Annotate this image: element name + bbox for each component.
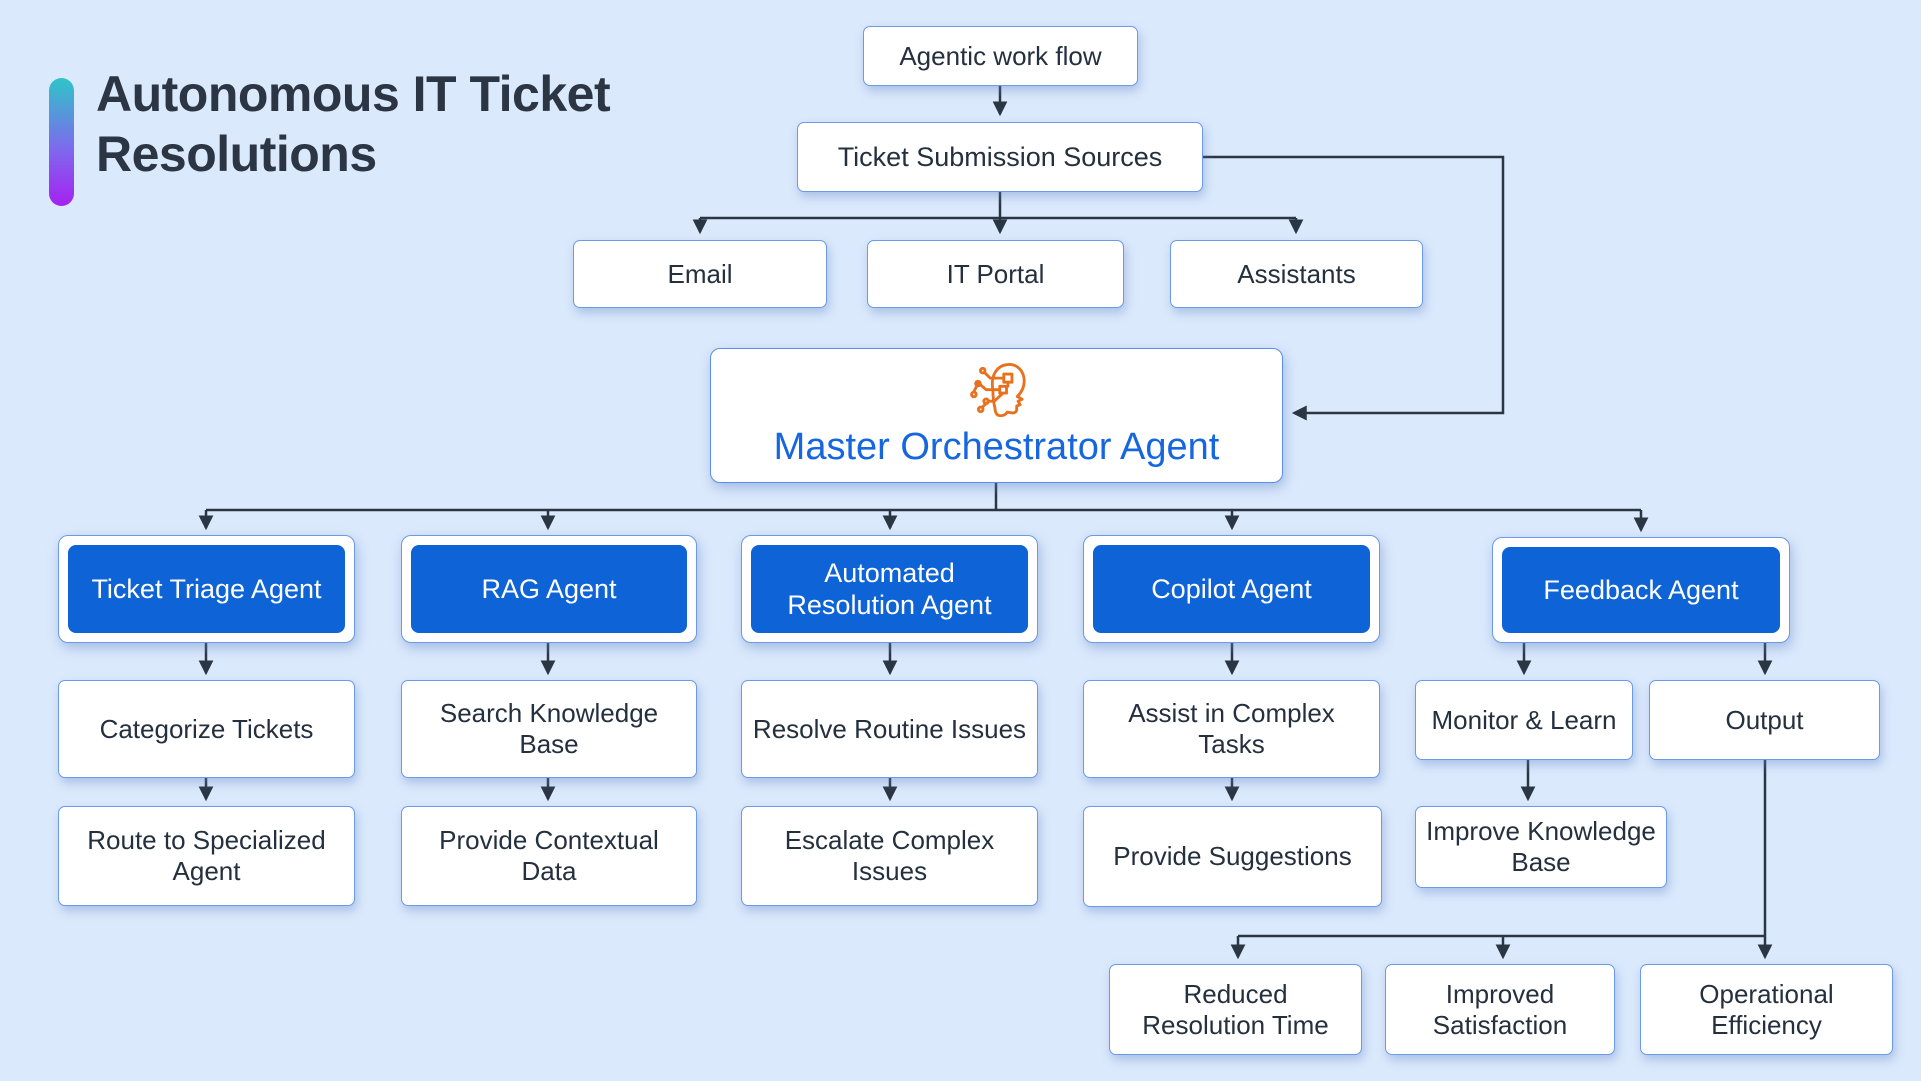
node-label: Escalate Complex Issues [784, 825, 995, 886]
page-title: Autonomous IT Ticket Resolutions [96, 64, 716, 184]
node-label: Reduced Resolution Time [1142, 978, 1329, 1040]
node-ticket-submission-sources: Ticket Submission Sources [797, 122, 1203, 192]
node-rag-agent: RAG Agent [401, 535, 697, 643]
node-label: Improve Knowledge Base [1426, 816, 1656, 877]
node-label: Monitor & Learn [1431, 704, 1617, 735]
node-label: Assistants [1237, 258, 1356, 289]
node-it-portal: IT Portal [867, 240, 1124, 308]
node-escalate-complex-issues: Escalate Complex Issues [741, 806, 1038, 906]
node-label: Resolve Routine Issues [752, 713, 1027, 744]
node-label: Email [667, 258, 733, 289]
node-master-orchestrator: Master Orchestrator Agent [710, 348, 1283, 483]
node-improve-knowledge-base: Improve Knowledge Base [1415, 806, 1667, 888]
node-monitor-and-learn: Monitor & Learn [1415, 680, 1633, 760]
node-provide-contextual-data: Provide Contextual Data [401, 806, 697, 906]
node-operational-efficiency: Operational Efficiency [1640, 964, 1893, 1055]
node-provide-suggestions: Provide Suggestions [1083, 806, 1382, 907]
node-label: Output [1725, 704, 1804, 735]
node-categorize-tickets: Categorize Tickets [58, 680, 355, 778]
node-label: Operational Efficiency [1699, 978, 1834, 1040]
agent-label: RAG Agent [411, 545, 687, 633]
node-agentic-workflow: Agentic work flow [863, 26, 1138, 86]
title-accent-bar [49, 78, 74, 206]
node-label: Categorize Tickets [99, 713, 314, 744]
node-route-to-specialized-agent: Route to Specialized Agent [58, 806, 355, 906]
node-ticket-triage-agent: Ticket Triage Agent [58, 535, 355, 643]
node-label: Assist in Complex Tasks [1128, 698, 1335, 759]
node-assist-in-complex-tasks: Assist in Complex Tasks [1083, 680, 1380, 778]
node-label: Provide Contextual Data [439, 825, 659, 886]
node-feedback-agent: Feedback Agent [1492, 537, 1790, 643]
agent-label: Copilot Agent [1093, 545, 1370, 633]
node-reduced-resolution-time: Reduced Resolution Time [1109, 964, 1362, 1055]
agent-label: Automated Resolution Agent [751, 545, 1028, 633]
page-title-line2: Resolutions [96, 126, 377, 182]
node-label: Improved Satisfaction [1432, 978, 1568, 1040]
ai-head-icon [969, 363, 1026, 418]
node-label: Ticket Submission Sources [837, 141, 1163, 172]
node-label: Route to Specialized Agent [87, 825, 326, 886]
node-automated-resolution-agent: Automated Resolution Agent [741, 535, 1038, 643]
node-label: Search Knowledge Base [439, 698, 659, 759]
node-label: IT Portal [946, 258, 1045, 289]
node-resolve-routine-issues: Resolve Routine Issues [741, 680, 1038, 778]
node-search-knowledge-base: Search Knowledge Base [401, 680, 697, 778]
page-title-line1: Autonomous IT Ticket [96, 66, 611, 122]
node-output: Output [1649, 680, 1880, 760]
node-label: Master Orchestrator Agent [773, 426, 1220, 468]
node-assistants: Assistants [1170, 240, 1423, 308]
node-improved-satisfaction: Improved Satisfaction [1385, 964, 1615, 1055]
agent-label: Ticket Triage Agent [68, 545, 345, 633]
node-email: Email [573, 240, 827, 308]
node-label: Agentic work flow [899, 40, 1102, 71]
node-label: Provide Suggestions [1113, 841, 1352, 871]
node-copilot-agent: Copilot Agent [1083, 535, 1380, 643]
agent-label: Feedback Agent [1502, 547, 1780, 633]
